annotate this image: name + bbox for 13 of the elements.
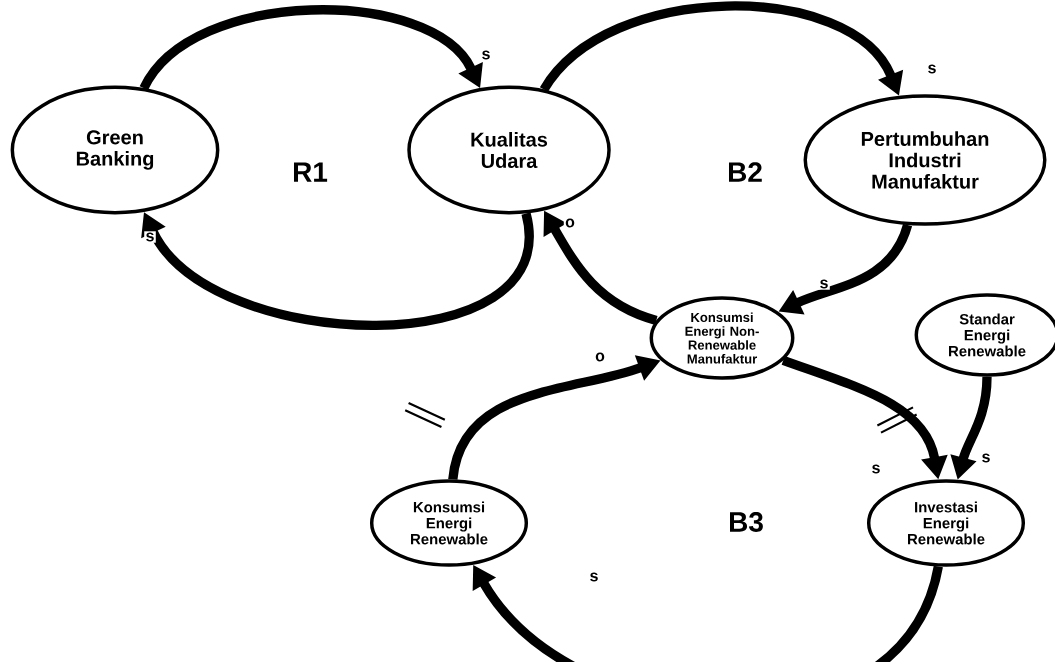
loop-label: B3 bbox=[730, 512, 763, 532]
loop-label: B2 bbox=[729, 162, 762, 182]
polarity-label: o bbox=[563, 217, 577, 229]
polarity-label: s bbox=[588, 571, 600, 583]
polarity-label: s bbox=[926, 63, 938, 75]
arrow bbox=[140, 5, 483, 91]
polarity-label: o bbox=[593, 351, 607, 363]
polarity-label: s bbox=[480, 49, 492, 61]
polarity-label: s bbox=[818, 278, 830, 290]
polarity-label: s bbox=[870, 463, 882, 475]
polarity-label: s bbox=[144, 231, 156, 243]
loop-label: R1 bbox=[294, 162, 328, 182]
polarity-label: s bbox=[980, 452, 992, 464]
